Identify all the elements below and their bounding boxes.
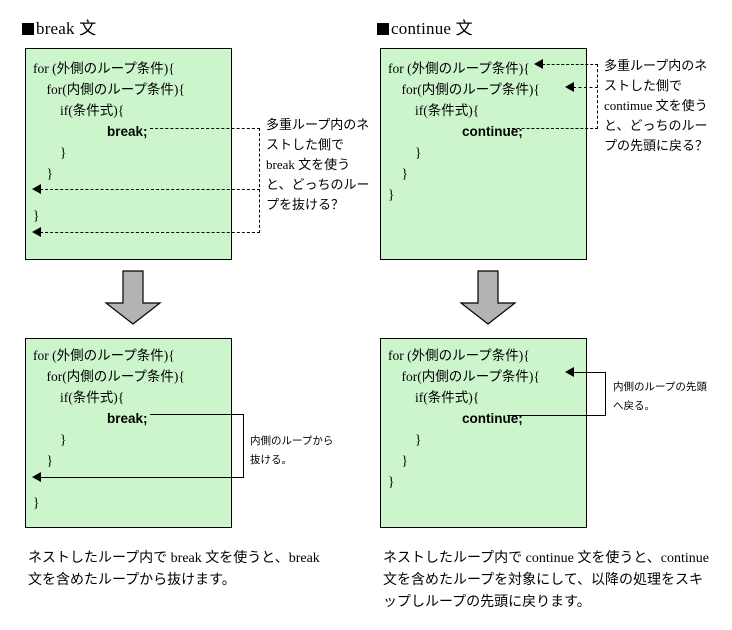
line-continue-return	[573, 372, 606, 373]
codebox-continue-bottom	[380, 338, 587, 528]
dashed-line-continue-up	[597, 64, 598, 129]
left-arrowhead-icon	[565, 82, 574, 92]
code-line: if(条件式){	[33, 103, 125, 118]
heading-break: break 文	[22, 14, 96, 39]
caption-break: ネストしたループ内で break 文を使うと、break 文を含めたループから抜…	[28, 551, 320, 588]
code-continue-top: for (外側のループ条件){ for(内側のループ条件){ if(条件式){ …	[388, 58, 540, 205]
down-arrow-icon	[459, 270, 517, 325]
code-line: }	[33, 495, 40, 510]
black-square-bullet-icon	[377, 23, 389, 35]
note-break-question: 多重ループ内のネストした側で break 文を使うと、どっちのループを抜ける？	[266, 117, 370, 212]
code-line: for (外側のループ条件){	[388, 61, 530, 76]
code-line: }	[33, 432, 67, 447]
code-line: if(条件式){	[388, 390, 480, 405]
dashed-line-break-return-outer	[40, 232, 260, 233]
code-line: }	[388, 453, 408, 468]
codebox-continue-top	[380, 48, 587, 260]
black-square-bullet-icon	[22, 23, 34, 35]
heading-continue-label: continue 文	[391, 19, 473, 38]
line-break-return	[40, 477, 244, 478]
note-continue-question: 多重ループ内のネストした側で contimue 文を使うと、どっちのループの先頭…	[604, 58, 709, 153]
code-line: for(内側のループ条件){	[388, 82, 540, 97]
caption-continue: ネストしたループ内で continue 文を使うと、continue 文を含めた…	[383, 551, 710, 610]
code-line: }	[33, 208, 40, 223]
code-line: }	[33, 145, 67, 160]
heading-continue: continue 文	[377, 14, 473, 39]
left-arrowhead-icon	[32, 472, 41, 482]
line-break-down	[243, 414, 244, 477]
code-break-bottom: for (外側のループ条件){ for(内側のループ条件){ if(条件式){ …	[33, 345, 185, 513]
code-line: }	[388, 432, 422, 447]
code-line: for (外側のループ条件){	[388, 348, 530, 363]
left-arrowhead-icon	[534, 59, 543, 69]
note-continue-answer: 内側のループの先頭へ戻る。	[613, 381, 707, 412]
code-keyword-continue: continue;	[462, 411, 523, 426]
code-line: for (外側のループ条件){	[33, 348, 175, 363]
line-continue-out	[507, 415, 606, 416]
heading-break-label: break 文	[36, 19, 97, 38]
codebox-break-top	[25, 48, 232, 260]
dashed-line-continue-outer-head	[542, 64, 598, 65]
left-arrowhead-icon	[32, 227, 41, 237]
code-keyword-break: break;	[107, 411, 148, 426]
dashed-line-continue-inner-head	[573, 87, 598, 88]
code-line: }	[33, 453, 53, 468]
code-line: }	[388, 145, 422, 160]
code-keyword-continue: continue;	[462, 124, 523, 139]
code-line: }	[388, 474, 395, 489]
code-line: }	[388, 166, 408, 181]
codebox-break-bottom	[25, 338, 232, 528]
dashed-line-continue-out	[507, 128, 598, 129]
down-arrow-icon	[104, 270, 162, 325]
line-continue-up	[605, 372, 606, 416]
code-keyword-break: break;	[107, 124, 148, 139]
code-break-top: for (外側のループ条件){ for(内側のループ条件){ if(条件式){ …	[33, 58, 185, 226]
code-line: }	[33, 166, 53, 181]
code-line: for(内側のループ条件){	[388, 369, 540, 384]
dashed-line-break-out	[150, 128, 260, 129]
left-arrowhead-icon	[32, 184, 41, 194]
code-line: if(条件式){	[33, 390, 125, 405]
dashed-line-break-down	[259, 128, 260, 233]
note-break-answer: 内側のループから抜ける。	[250, 435, 334, 466]
code-line: for(内側のループ条件){	[33, 369, 185, 384]
line-break-out	[150, 414, 244, 415]
left-arrowhead-icon	[565, 367, 574, 377]
code-line: if(条件式){	[388, 103, 480, 118]
code-line: for(内側のループ条件){	[33, 82, 185, 97]
code-line: for (外側のループ条件){	[33, 61, 175, 76]
dashed-line-break-return-inner	[40, 189, 260, 190]
code-continue-bottom: for (外側のループ条件){ for(内側のループ条件){ if(条件式){ …	[388, 345, 540, 492]
code-line: }	[388, 187, 395, 202]
